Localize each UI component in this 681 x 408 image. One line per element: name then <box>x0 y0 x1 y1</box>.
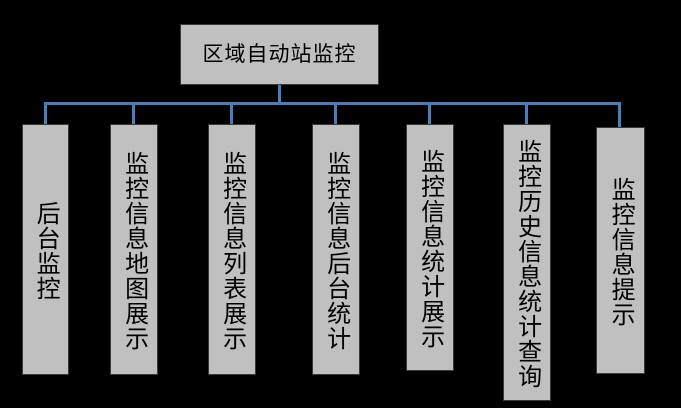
child-node-1[interactable]: 后台监控 <box>22 124 69 375</box>
connector-root-stem <box>278 85 281 104</box>
child-node-5[interactable]: 监控信息统计展示 <box>406 124 454 371</box>
child-node-2[interactable]: 监控信息地图展示 <box>110 124 158 375</box>
connector-drop-4 <box>334 102 337 125</box>
root-node[interactable]: 区域自动站监控 <box>180 24 379 85</box>
child-node-4[interactable]: 监控信息后台统计 <box>312 124 360 375</box>
child-node-7[interactable]: 监控信息提示 <box>596 127 645 374</box>
connector-drop-3 <box>230 102 233 125</box>
child-node-6[interactable]: 监控历史信息统计查询 <box>503 124 551 401</box>
connector-drop-2 <box>132 102 135 125</box>
connector-drop-5 <box>428 102 431 125</box>
child-node-3[interactable]: 监控信息列表展示 <box>208 124 256 375</box>
connector-horizontal-bus <box>44 102 621 105</box>
connector-drop-1 <box>44 102 47 125</box>
connector-drop-6 <box>525 102 528 125</box>
connector-drop-7 <box>618 102 621 127</box>
